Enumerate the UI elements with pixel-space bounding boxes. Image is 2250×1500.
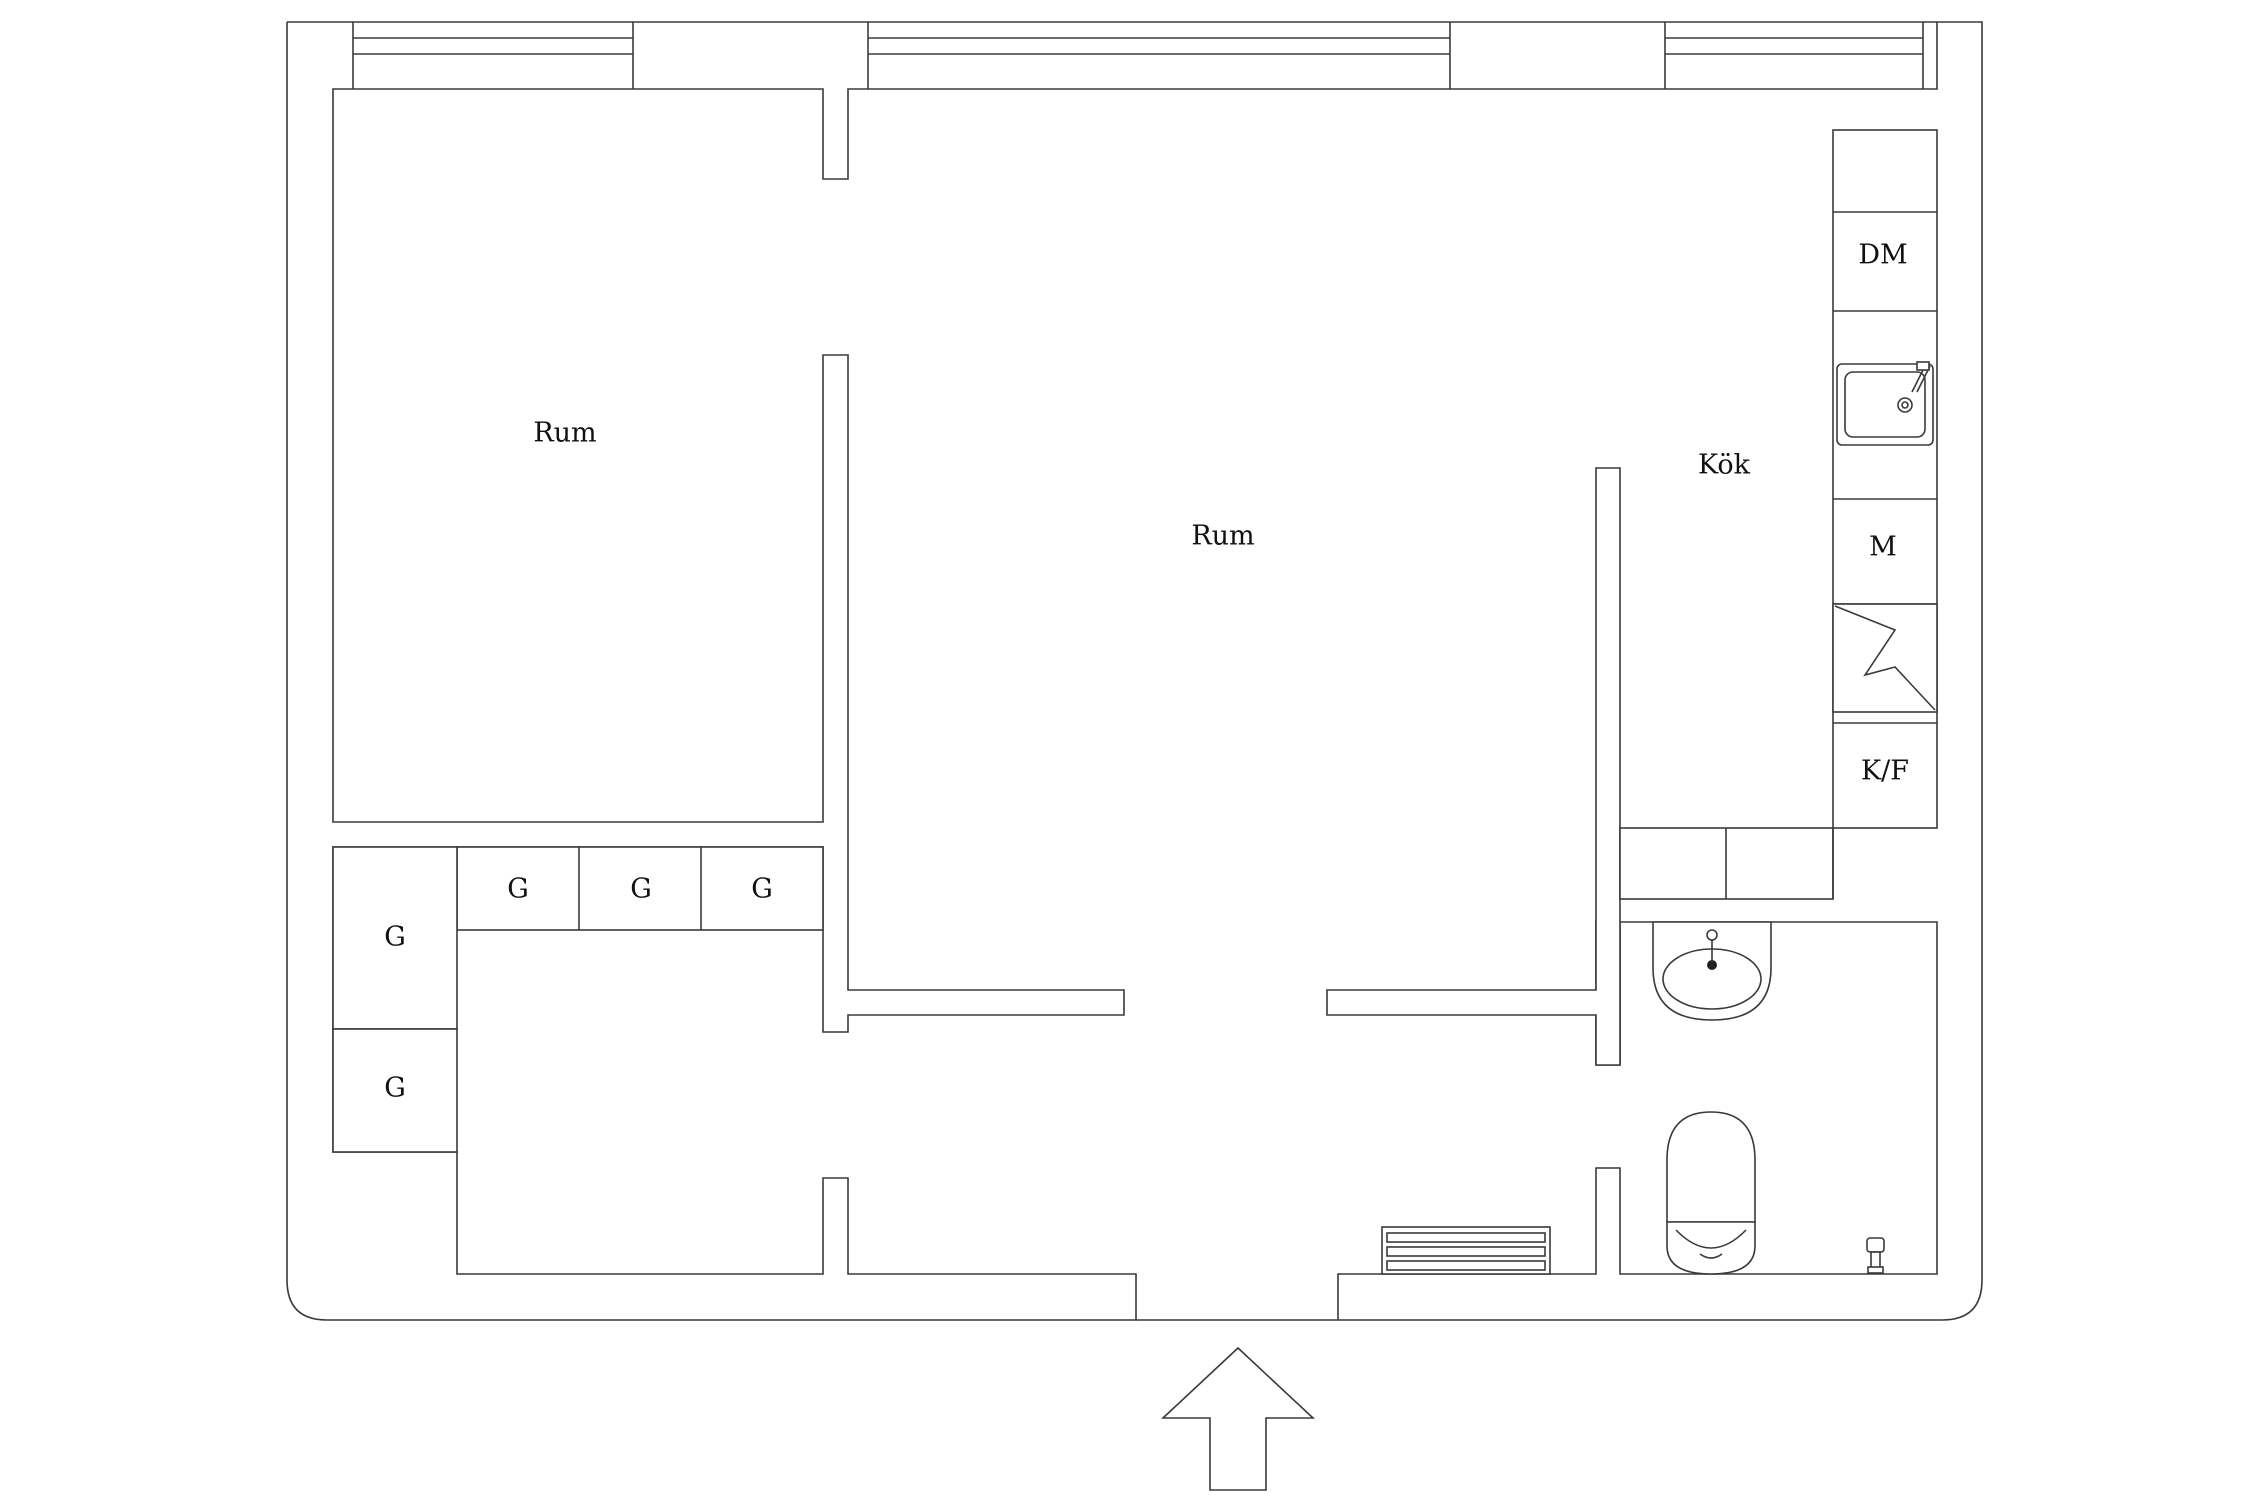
microwave-label: M	[1869, 532, 1897, 563]
window-kitchen	[1664, 22, 1924, 89]
interior-walls	[1326, 467, 1621, 1066]
wardrobe-label: G	[384, 922, 406, 953]
wardrobe-label: G	[384, 1073, 406, 1104]
kitchen-sink-icon	[1836, 361, 1934, 446]
room-labels: Rum Rum Kök	[533, 418, 1750, 552]
stove-icon	[1832, 603, 1938, 713]
arrow-up-icon	[1160, 1346, 1316, 1491]
wardrobe-label: G	[751, 874, 773, 905]
wardrobes	[332, 846, 824, 1153]
window-bedroom	[352, 22, 634, 89]
toilet-icon	[1666, 1111, 1756, 1275]
window-living	[867, 22, 1451, 89]
wardrobe-label: G	[507, 874, 529, 905]
room-label-kitchen: Kök	[1698, 450, 1751, 481]
floor-drain-icon	[1866, 1237, 1885, 1274]
wardrobe-label: G	[630, 874, 652, 905]
wardrobe-labels: G G G G G	[384, 874, 773, 1104]
windows	[352, 22, 1924, 89]
dishwasher-label: DM	[1858, 240, 1907, 271]
room-label-living: Rum	[1191, 521, 1254, 552]
radiator-icon	[1381, 1226, 1551, 1275]
washbasin-icon	[1652, 921, 1772, 1021]
room-label-bedroom: Rum	[533, 418, 596, 449]
kitchen-unit-labels: DM M K/F	[1858, 240, 1909, 787]
wall-kitchen-living	[1326, 467, 1621, 1066]
fridge-freezer-label: K/F	[1861, 756, 1909, 787]
